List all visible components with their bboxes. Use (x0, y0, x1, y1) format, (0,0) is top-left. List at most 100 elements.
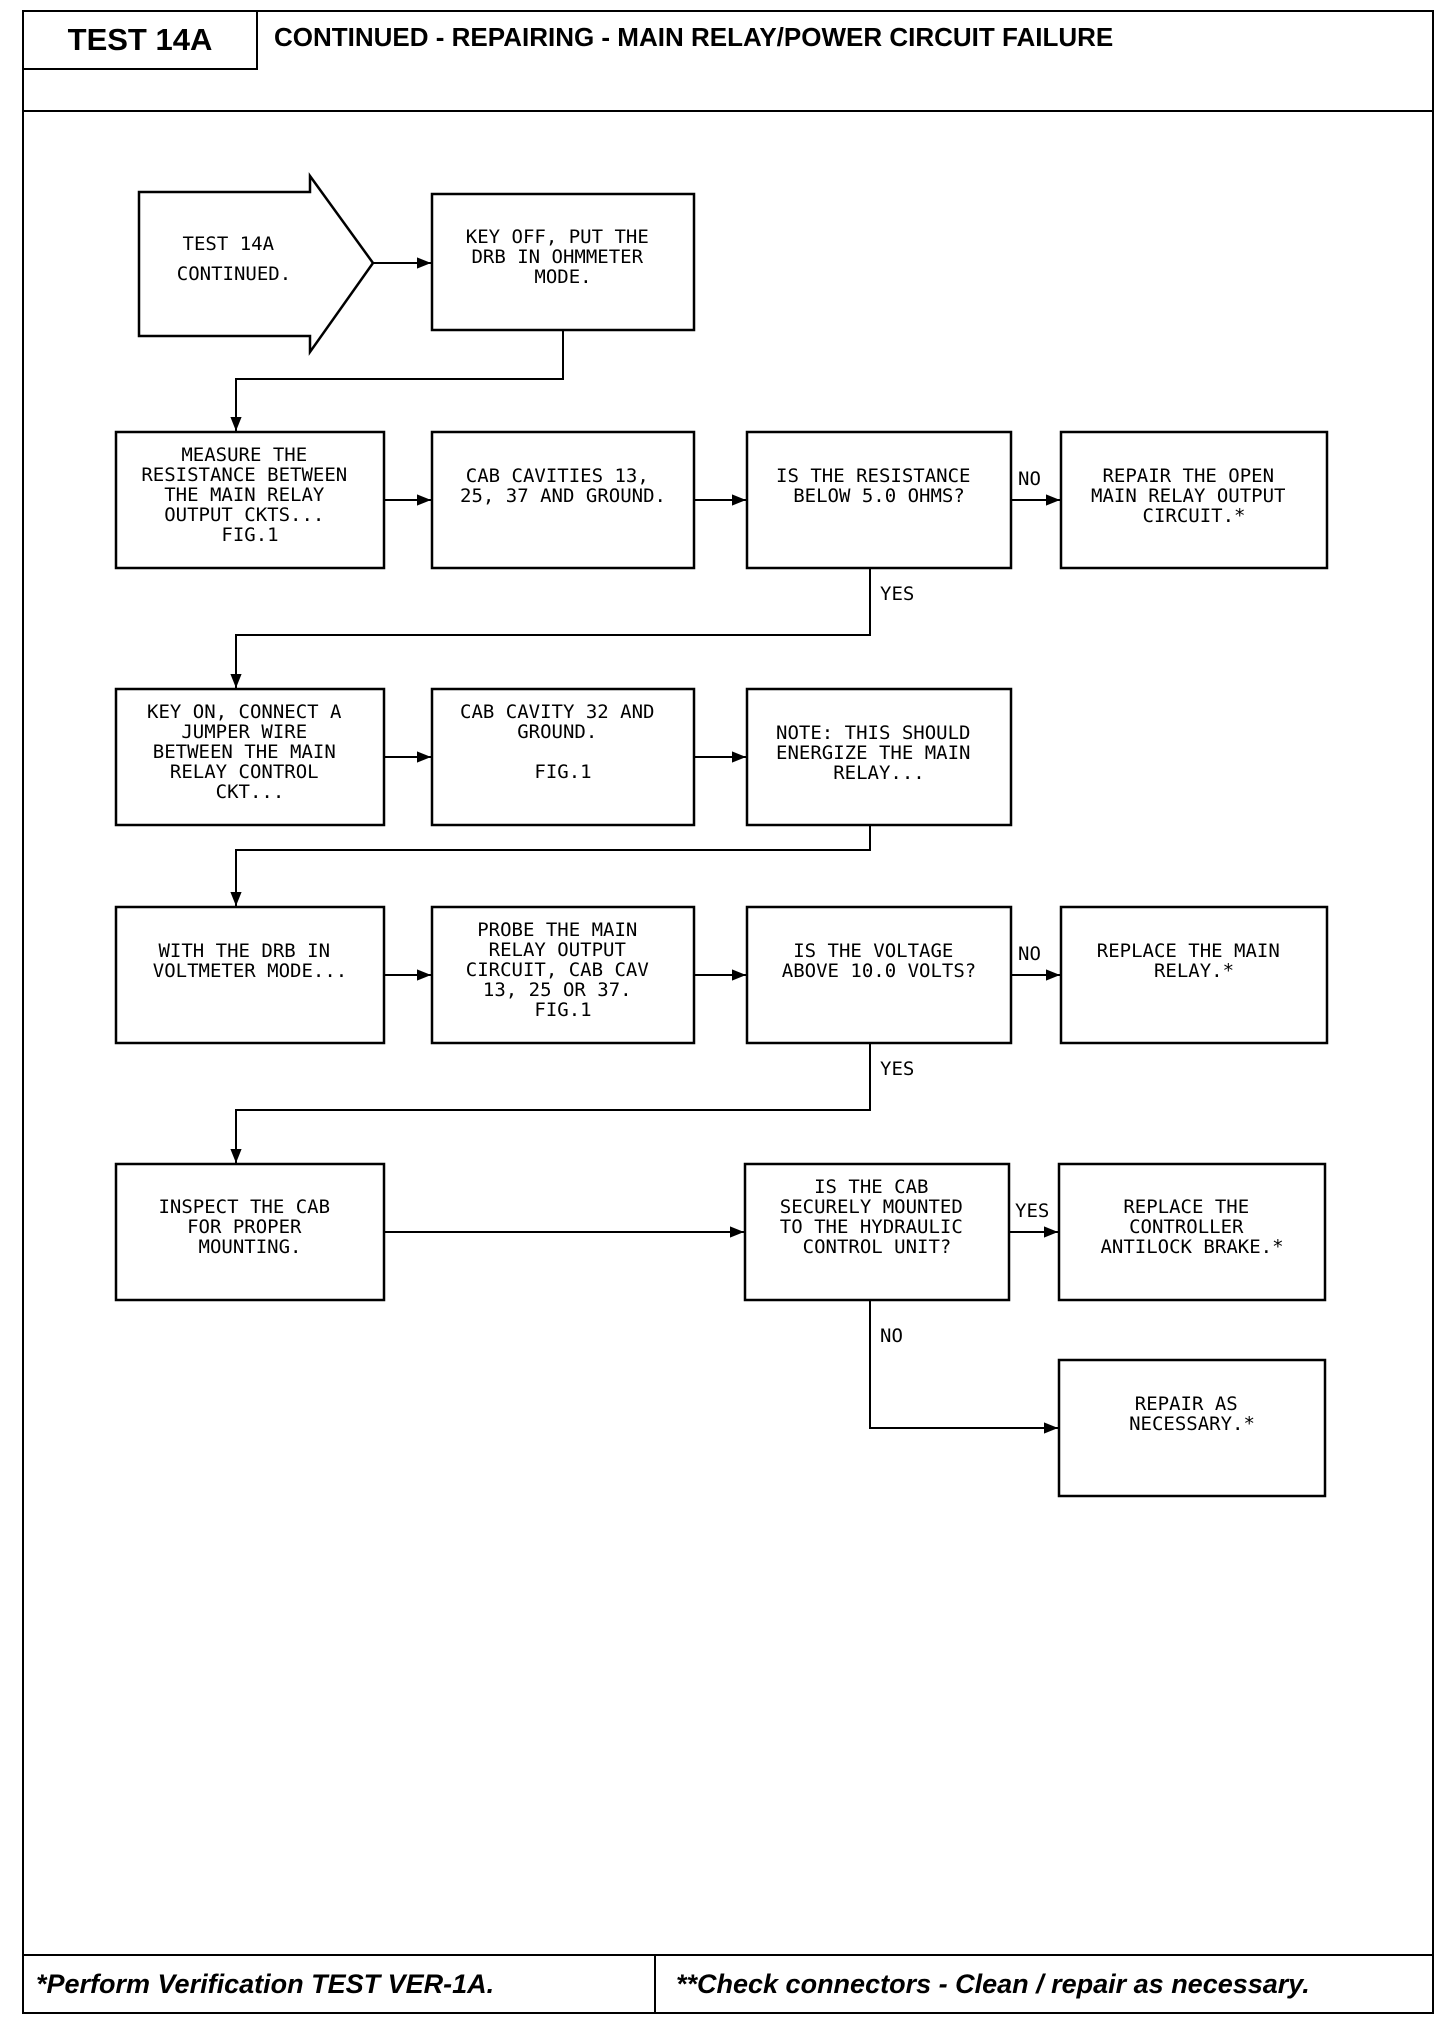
page-title: CONTINUED - REPAIRING - MAIN RELAY/POWER… (274, 22, 1114, 52)
connector-resistance-yes (230, 568, 871, 688)
connector-mounted-no (869, 1300, 1058, 1434)
start-arrow-shape (137, 172, 375, 356)
key-on-jumper-line: CKT... (216, 781, 285, 803)
voltage-question-text: IS THE VOLTAGE ABOVE 10.0 VOLTS? (782, 940, 976, 982)
repair-necessary-line: REPAIR AS (1135, 1393, 1238, 1415)
note-energize-line: NOTE: THIS SHOULD (776, 722, 970, 744)
inspect-cab-line: INSPECT THE CAB (158, 1196, 330, 1218)
key-off-text: KEY OFF, PUT THE DRB IN OHMMETER MODE. (466, 226, 660, 288)
key-off-line: KEY OFF, PUT THE (466, 226, 649, 248)
replace-relay-box (1059, 905, 1329, 1045)
mounted-question-line: TO THE HYDRAULIC (780, 1216, 963, 1238)
measure-resistance-box (114, 430, 386, 570)
voltmeter-mode-text: WITH THE DRB IN VOLTMETER MODE... (153, 940, 347, 982)
repair-necessary-line: NECESSARY.* (1129, 1413, 1255, 1435)
branch-label-yes: YES (880, 583, 914, 605)
probe-output-box (430, 905, 696, 1045)
cab-cavity-32-box (430, 687, 696, 827)
replace-relay-text: REPLACE THE MAIN RELAY.* (1097, 940, 1291, 982)
connector-key-off-to-measure (230, 330, 564, 431)
measure-resistance-text: MEASURE THE RESISTANCE BETWEEN THE MAIN … (141, 444, 358, 546)
note-energize-text: NOTE: THIS SHOULD ENERGIZE THE MAIN RELA… (776, 722, 982, 784)
inspect-cab-line: MOUNTING. (199, 1236, 302, 1258)
cab-cavities-line: CAB CAVITIES 13, (466, 465, 649, 487)
cab-cavities-box (430, 430, 696, 570)
probe-output-line: CIRCUIT, CAB CAV (466, 959, 649, 981)
branch-label-no: NO (1018, 468, 1041, 490)
key-off-box (430, 192, 696, 332)
note-energize-line: RELAY... (833, 762, 925, 784)
branch-label-no: NO (880, 1325, 903, 1347)
page-footer: *Perform Verification TEST VER-1A. **Che… (24, 1954, 1432, 2012)
page-header: TEST 14A CONTINUED - REPAIRING - MAIN RE… (24, 12, 1432, 112)
inspect-cab-box (114, 1162, 386, 1302)
replace-controller-line: ANTILOCK BRAKE.* (1100, 1236, 1283, 1258)
footer-verification-note: *Perform Verification TEST VER-1A. (36, 1968, 495, 1999)
test-id-label: TEST 14A (24, 12, 258, 70)
key-on-jumper-text: KEY ON, CONNECT A JUMPER WIRE BETWEEN TH… (147, 701, 353, 803)
measure-resistance-line: MEASURE THE (181, 444, 307, 466)
footer-connector-note: **Check connectors - Clean / repair as n… (654, 1956, 1424, 2012)
key-off-line: MODE. (534, 266, 591, 288)
cab-cavity-32-text: CAB CAVITY 32 AND GROUND. FIG.1 (460, 701, 666, 783)
replace-controller-line: CONTROLLER (1129, 1216, 1244, 1238)
branch-label-yes: YES (880, 1058, 914, 1080)
inspect-cab-text: INSPECT THE CAB FOR PROPER MOUNTING. (158, 1196, 341, 1258)
voltage-question-line: IS THE VOLTAGE (793, 940, 953, 962)
mounted-question-line: CONTROL UNIT? (803, 1236, 952, 1258)
measure-resistance-line: RESISTANCE BETWEEN (141, 464, 347, 486)
flowchart-page: TEST 14A CONTINUED - REPAIRING - MAIN RE… (22, 10, 1434, 2014)
key-on-jumper-line: BETWEEN THE MAIN (153, 741, 336, 763)
mounted-question-text: IS THE CAB SECURELY MOUNTED TO THE HYDRA… (780, 1176, 974, 1258)
connector-voltage-yes (230, 1043, 871, 1163)
cab-cavities-line: 25, 37 AND GROUND. (460, 485, 666, 507)
voltage-question-line: ABOVE 10.0 VOLTS? (782, 960, 976, 982)
start-line: TEST 14A (183, 233, 275, 255)
measure-resistance-line: THE MAIN RELAY (164, 484, 325, 506)
voltmeter-mode-line: WITH THE DRB IN (158, 940, 330, 962)
cab-cavities-text: CAB CAVITIES 13, 25, 37 AND GROUND. (460, 465, 666, 507)
connector-note-to-voltmeter (230, 825, 871, 906)
flowchart-diagram: TEST 14A CONTINUED. KEY OFF, PUT THE DRB… (114, 172, 1329, 1498)
key-on-jumper-line: JUMPER WIRE (181, 721, 307, 743)
replace-relay-line: RELAY.* (1154, 960, 1234, 982)
resistance-question-line: BELOW 5.0 OHMS? (793, 485, 965, 507)
start-label: TEST 14A CONTINUED. (177, 233, 291, 285)
replace-controller-line: REPLACE THE (1123, 1196, 1249, 1218)
probe-output-line: RELAY OUTPUT (489, 939, 626, 961)
mounted-question-line: IS THE CAB (814, 1176, 928, 1198)
repair-open-line: CIRCUIT.* (1143, 505, 1246, 527)
measure-resistance-line: FIG.1 (221, 524, 278, 546)
mounted-question-box (743, 1162, 1011, 1302)
cab-cavity-32-line: FIG.1 (534, 761, 591, 783)
repair-open-text: REPAIR THE OPEN MAIN RELAY OUTPUT CIRCUI… (1091, 465, 1297, 527)
repair-necessary-box (1057, 1358, 1327, 1498)
key-on-jumper-line: KEY ON, CONNECT A (147, 701, 342, 723)
repair-open-line: MAIN RELAY OUTPUT (1091, 485, 1285, 507)
replace-controller-box (1057, 1162, 1327, 1302)
voltage-question-box (745, 905, 1013, 1045)
resistance-question-box (745, 430, 1013, 570)
cab-cavity-32-line: GROUND. (517, 721, 597, 743)
cab-cavity-32-line: CAB CAVITY 32 AND (460, 701, 654, 723)
note-energize-line: ENERGIZE THE MAIN (776, 742, 970, 764)
branch-label-yes: YES (1015, 1200, 1049, 1222)
probe-output-line: PROBE THE MAIN (477, 919, 637, 941)
replace-relay-line: REPLACE THE MAIN (1097, 940, 1280, 962)
mounted-question-line: SECURELY MOUNTED (780, 1196, 963, 1218)
measure-resistance-line: OUTPUT CKTS... (164, 504, 324, 526)
resistance-question-line: IS THE RESISTANCE (776, 465, 970, 487)
replace-controller-text: REPLACE THE CONTROLLER ANTILOCK BRAKE.* (1100, 1196, 1283, 1258)
key-off-line: DRB IN OHMMETER (471, 246, 643, 268)
probe-output-line: 13, 25 OR 37. (483, 979, 632, 1001)
repair-open-box (1059, 430, 1329, 570)
repair-open-line: REPAIR THE OPEN (1102, 465, 1274, 487)
start-line: CONTINUED. (177, 263, 291, 285)
note-energize-box (745, 687, 1013, 827)
probe-output-line: FIG.1 (534, 999, 591, 1021)
key-on-jumper-line: RELAY CONTROL (170, 761, 319, 783)
repair-necessary-text: REPAIR AS NECESSARY.* (1129, 1393, 1255, 1435)
resistance-question-text: IS THE RESISTANCE BELOW 5.0 OHMS? (776, 465, 982, 507)
probe-output-text: PROBE THE MAIN RELAY OUTPUT CIRCUIT, CAB… (466, 919, 660, 1021)
voltmeter-mode-box (114, 905, 386, 1045)
